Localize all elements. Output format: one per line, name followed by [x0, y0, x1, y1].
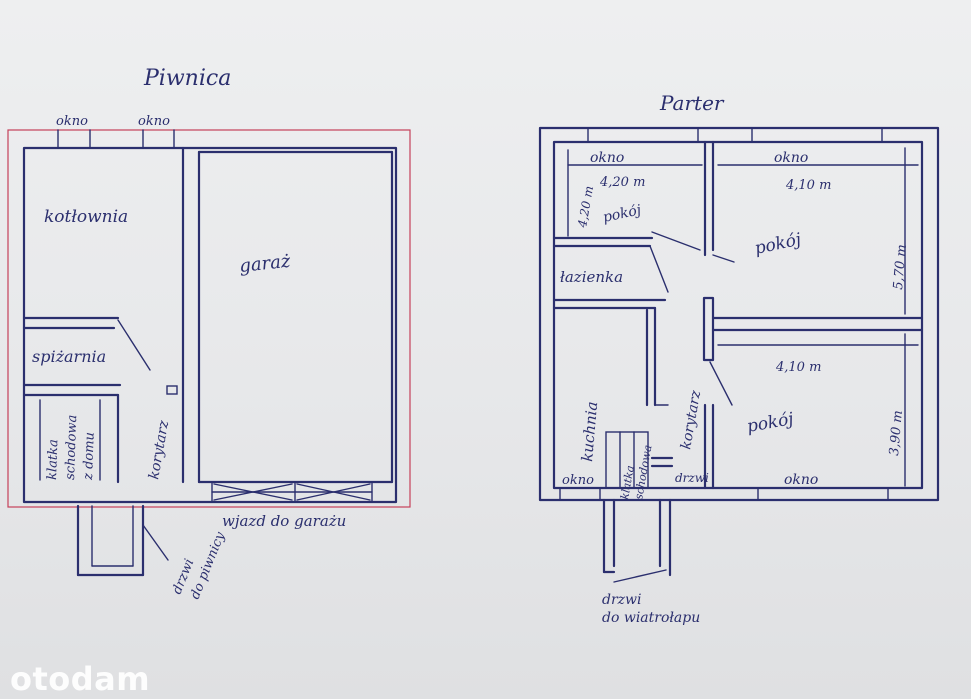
- entrance-label: do wiatrołapu: [602, 610, 700, 626]
- ground-floor-walls: [538, 126, 940, 502]
- bathroom-label: łazienka: [560, 268, 623, 286]
- basement-stairs-label: z domu: [81, 432, 98, 481]
- basement-corridor-label: korytarz: [146, 419, 172, 481]
- kitchen-label: kuchnia: [578, 401, 601, 463]
- ground-floor-plan: [538, 126, 940, 583]
- gf-window-label: okno: [784, 472, 818, 488]
- basement-title: Piwnica: [143, 66, 231, 91]
- gf-dimension: 5,70 m: [891, 244, 910, 291]
- basement-window-label: okno: [138, 114, 170, 129]
- gf-window-label: okno: [590, 150, 624, 166]
- basement-walls: [22, 146, 398, 504]
- window: [587, 127, 699, 143]
- garage-entrance-label: wjazd do garażu: [222, 512, 346, 530]
- window: [559, 487, 601, 501]
- otodam-watermark: otodam: [10, 660, 151, 698]
- window: [757, 487, 889, 501]
- basement-outline: [7, 129, 411, 508]
- room-label: pokój: [753, 229, 804, 258]
- boiler-room-label: kotłownia: [44, 207, 128, 227]
- room-label: pokój: [602, 202, 644, 226]
- basement-stairs-label: schodowa: [63, 414, 80, 480]
- room-label: pokój: [745, 409, 795, 437]
- basement-window-label: okno: [56, 114, 88, 129]
- window: [751, 127, 883, 143]
- gf-window-label: okno: [562, 473, 594, 488]
- ground-floor-title: Parter: [659, 91, 725, 115]
- gf-door-label: drzwi: [675, 471, 709, 485]
- gf-dimension: 4,10 m: [775, 360, 821, 375]
- basement-stairs-label: klatka: [45, 439, 61, 480]
- gf-stairs-label: klatka: [618, 464, 637, 500]
- entrance-label: drzwi: [602, 592, 642, 608]
- basement-plan: [7, 129, 411, 577]
- pantry-label: spiżarnia: [32, 347, 106, 366]
- gf-dimension: 4,20 m: [599, 175, 645, 190]
- gf-dimension: 4,10 m: [785, 178, 831, 193]
- gf-corridor-label: korytarz: [678, 389, 704, 451]
- gf-dimension: 3,90 m: [887, 410, 906, 457]
- gf-dimension: 4,20 m: [575, 185, 596, 230]
- gf-window-label: okno: [774, 150, 808, 166]
- garage-label: garaż: [238, 251, 292, 277]
